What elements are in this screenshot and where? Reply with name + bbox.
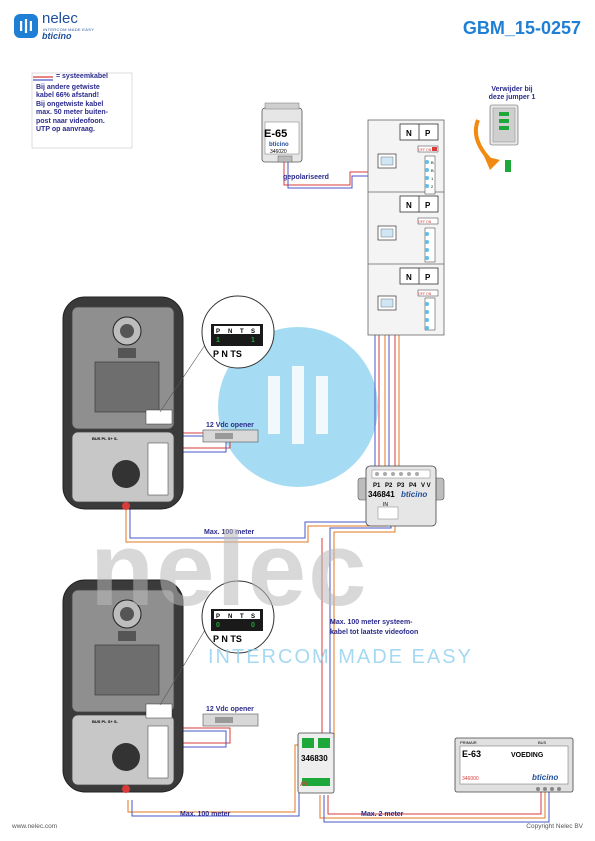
callout-bottom-t4: S (251, 614, 255, 620)
footer-copyright: Copyright Nelec BV (526, 823, 583, 830)
dist-code: 346841 (368, 490, 395, 499)
callout-top-v4: 1 (251, 337, 255, 344)
max100-sys-line2: kabel tot laatste videofoon (330, 629, 418, 636)
jumper-note: Verwijder bij deze jumper 1 (468, 86, 556, 103)
panel-bus-labels-bottom: BUS PL S+ S- (92, 719, 118, 724)
legend-label: = systeemkabel (56, 73, 108, 80)
dist-port-p2: P2 (385, 483, 393, 489)
door-panel-bottom (62, 579, 184, 793)
dist-port-p3: P3 (397, 483, 405, 489)
watermark-text: nelec (90, 511, 369, 628)
callout-top-t3: T (240, 329, 244, 335)
max100-label-bottom: Max. 100 meter (180, 811, 230, 818)
callout-top-t4: S (251, 329, 255, 335)
dist-port-p4: P4 (409, 483, 417, 489)
panel-bus-labels-top: BUS PL S+ S- (92, 436, 118, 441)
watermark-tagline: INTERCOM MADE EASY (208, 646, 473, 668)
brand-name: nelec (42, 10, 78, 27)
callout-bottom-v4: 0 (251, 622, 255, 629)
callout-bottom-t1: P (216, 614, 220, 620)
opener-label-top: 12 Vdc opener (206, 422, 254, 429)
vp1-screw-b2: B (431, 168, 434, 173)
videophone-1 (377, 123, 439, 195)
vp1-screw-2: 2 (431, 184, 434, 189)
e63-model: E-63 (462, 749, 481, 759)
dist-in: IN (383, 502, 388, 508)
callout-bottom-t3: T (240, 614, 244, 620)
document-id: GBM_15-0257 (462, 18, 581, 38)
opener-label-bottom: 12 Vdc opener (206, 706, 254, 713)
callout-top-t1: P (216, 329, 220, 335)
callout-bottom-pnts: P N TS (213, 634, 242, 644)
jumper-line-2: deze jumper 1 (488, 94, 536, 102)
av-label: AV (300, 782, 308, 788)
dist-brand: bticino (401, 490, 427, 499)
distributor-346841 (357, 465, 445, 527)
off-on-1: OFF ON (418, 148, 432, 152)
jumper-line-1: Verwijder bij (491, 86, 533, 93)
jumper-arrow-head (484, 156, 500, 170)
e65-module (261, 102, 303, 163)
watermark-logo-icon (268, 366, 328, 444)
legend-line-6: UTP op aanvraag. (36, 126, 96, 134)
legend-cable-sample (33, 76, 53, 81)
dist-vv: V V (421, 483, 431, 489)
zoom-callout-bottom (159, 580, 275, 706)
door-opener-bottom (202, 713, 259, 727)
callout-top-v1: 1 (216, 337, 220, 344)
av-code: 346830 (301, 754, 328, 763)
legend-box (31, 72, 133, 149)
e63-module (454, 737, 574, 793)
np-label-p-1: P (425, 129, 431, 138)
legend-line-1: Bij andere getwiste (36, 84, 100, 91)
zoom-callout-top (159, 295, 275, 413)
max100-sys-line1: Max. 100 meter systeem- (330, 619, 413, 626)
np-label-n-3: N (406, 273, 412, 282)
brand-tagline: INTERCOM MADE EASY (43, 27, 95, 32)
off-on-3: OFF ON (418, 292, 432, 296)
np-label-n-1: N (406, 129, 412, 138)
legend-line-5: post naar videofoon. (36, 117, 105, 125)
legend-line-4: max. 50 meter buiten- (36, 109, 108, 117)
e63-function: VOEDING (511, 752, 544, 759)
e63-brand: bticino (532, 773, 558, 782)
jumper-module (489, 104, 519, 172)
off-on-2: OFF ON (418, 220, 432, 224)
callout-top-pnts: P N TS (213, 349, 242, 359)
av-module-346830 (297, 732, 335, 794)
e63-code: 346000 (462, 776, 479, 782)
e63-bus: BUS (538, 740, 547, 745)
footer-website[interactable]: www.nelec.com (12, 823, 58, 830)
callout-bottom-v1: 0 (216, 622, 220, 629)
nelec-logo-icon (14, 14, 38, 38)
videophone-3 (377, 267, 439, 331)
e65-model: E-65 (264, 128, 287, 140)
callout-top-t2: N (228, 329, 232, 335)
legend-notes: Bij andere getwiste kabel 66% afstand! B… (36, 84, 108, 134)
videophone-2 (377, 195, 439, 263)
legend-line-3: Bij ongetwiste kabel (36, 100, 104, 108)
e65-code: 346020 (270, 149, 287, 155)
callout-bottom-t2: N (228, 614, 232, 620)
max2-label: Max. 2 meter (361, 811, 404, 818)
max100-label-top: Max. 100 meter (204, 529, 254, 536)
dist-port-p1: P1 (373, 483, 381, 489)
np-label-p-2: P (425, 201, 431, 210)
np-label-n-2: N (406, 201, 412, 210)
brand-sub: bticino (42, 31, 72, 41)
door-panel-top (62, 296, 184, 510)
np-label-p-3: P (425, 273, 431, 282)
vp1-screw-b1: B (431, 160, 434, 165)
door-opener-top (202, 429, 259, 443)
legend-line-2: kabel 66% afstand! (36, 92, 100, 100)
gepolariseerd-label: gepolariseerd (283, 174, 329, 181)
e65-brand: bticino (269, 142, 289, 148)
nelec-logo: nelec INTERCOM MADE EASY bticino (14, 10, 124, 46)
e63-primary: PRIMAIR (460, 740, 477, 745)
vp1-screw-1: 1 (431, 176, 434, 181)
